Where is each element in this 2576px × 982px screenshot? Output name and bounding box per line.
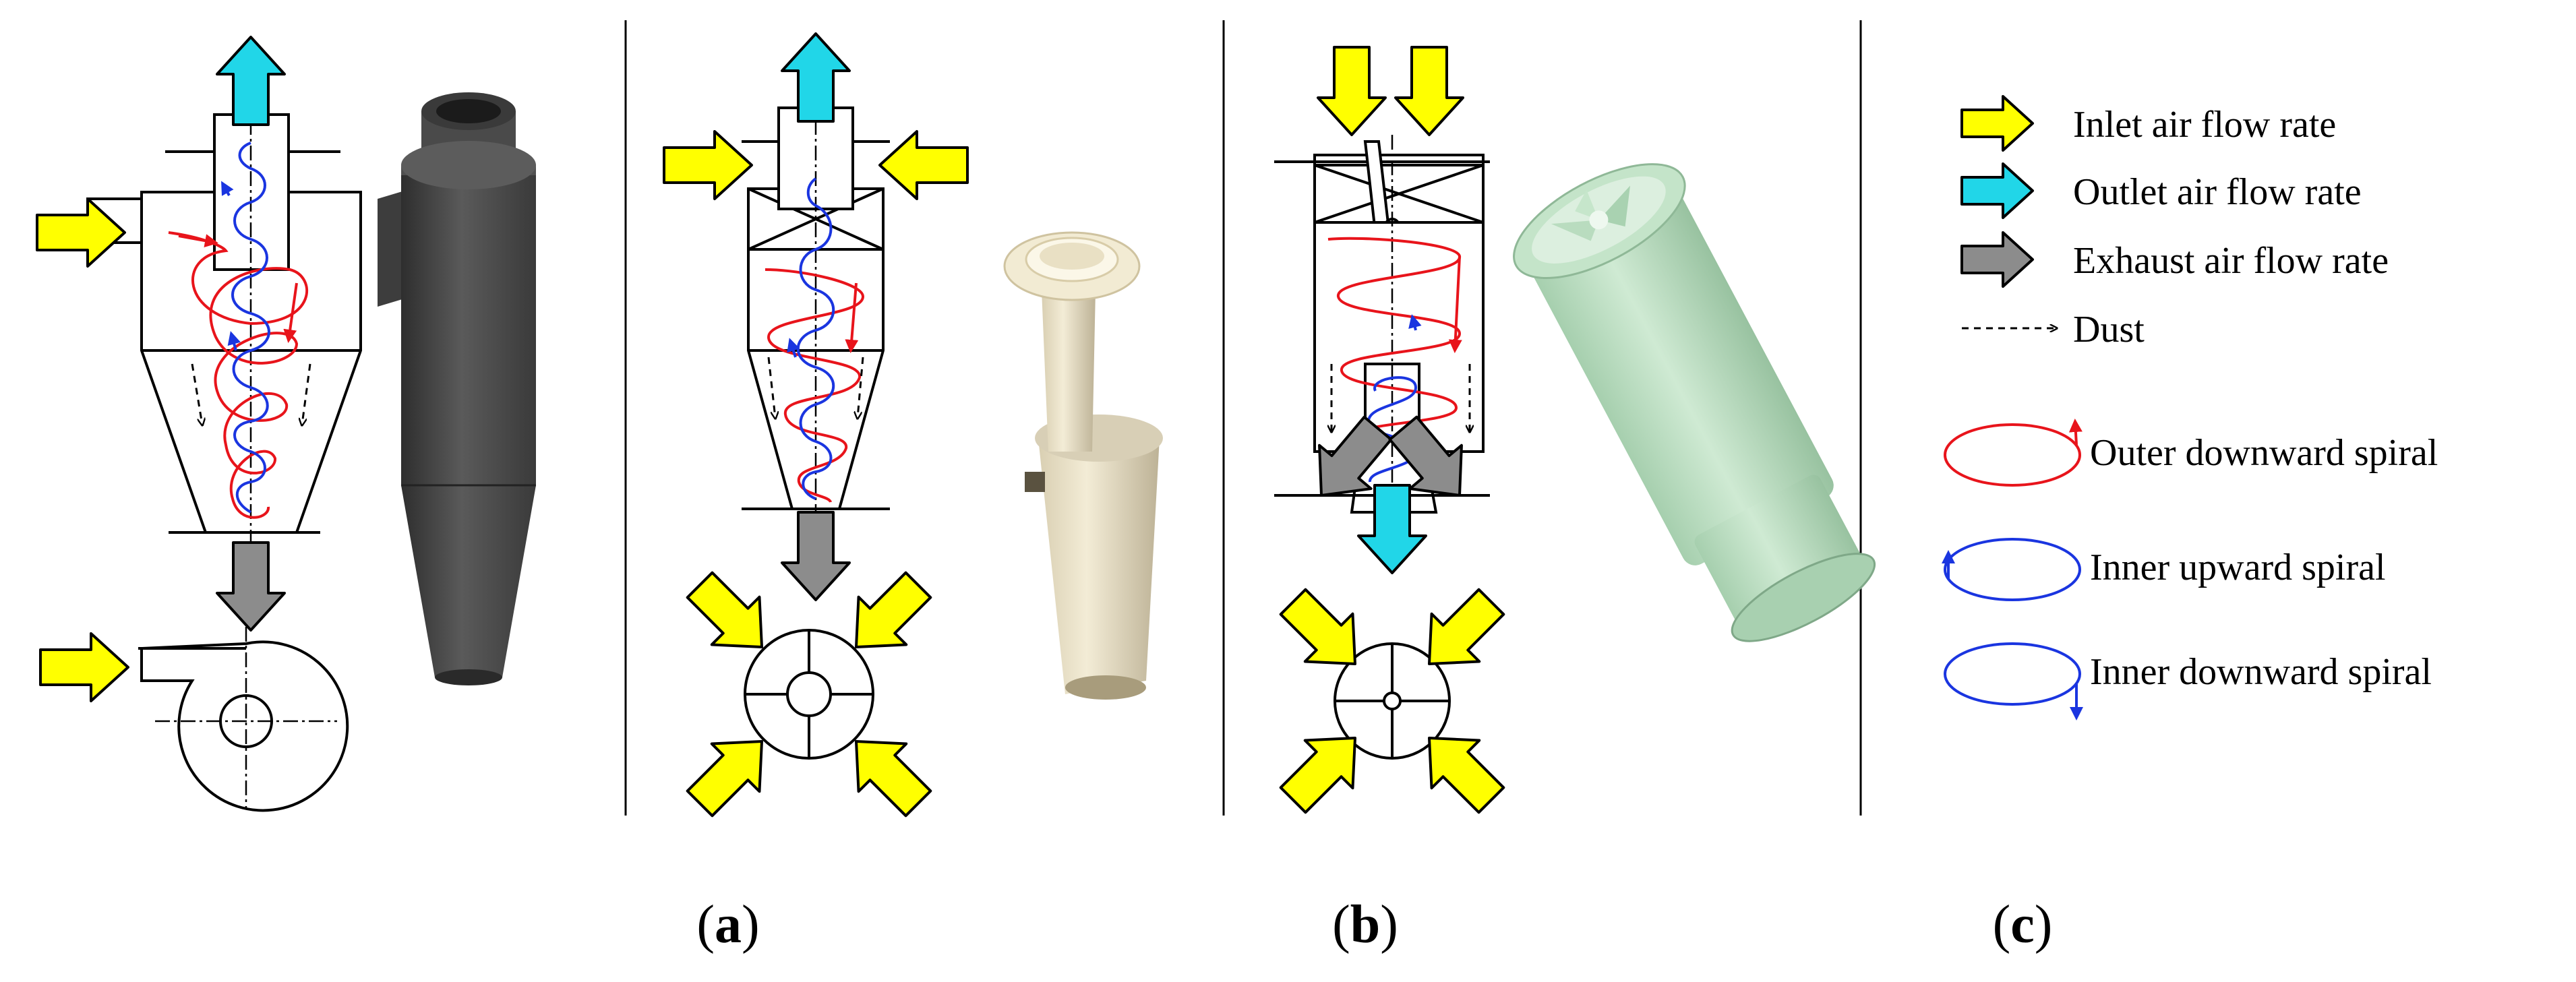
panel-b xyxy=(663,32,1163,827)
legend-dust: Dust xyxy=(1962,309,2145,350)
cyclone-model-b xyxy=(1003,231,1163,700)
cyclone-model-c xyxy=(1513,163,1876,642)
legend-outlet-label: Outlet air flow rate xyxy=(2073,171,2362,213)
legend-inner-down-label: Inner downward spiral xyxy=(2090,651,2432,693)
legend-dust-label: Dust xyxy=(2073,309,2145,350)
legend-outer-spiral-label: Outer downward spiral xyxy=(2090,432,2438,474)
panel-c xyxy=(1269,46,1876,824)
legend-outer-spiral: Outer downward spiral xyxy=(1944,419,2438,487)
cyclone-model-a xyxy=(378,92,536,685)
legend-outlet: Outlet air flow rate xyxy=(1960,162,2362,219)
legend-inlet: Inlet air flow rate xyxy=(1960,95,2336,152)
caption-b: (b) xyxy=(1332,895,1398,954)
legend-inner-up-spiral: Inner upward spiral xyxy=(1942,538,2386,601)
caption-c: (c) xyxy=(1993,895,2053,954)
legend-inner-down-spiral: Inner downward spiral xyxy=(1944,642,2432,720)
panel-a xyxy=(36,36,536,812)
legend-inner-up-label: Inner upward spiral xyxy=(2090,547,2386,588)
legend: Inlet air flow rate Outlet air flow rate… xyxy=(1942,95,2438,720)
legend-inlet-label: Inlet air flow rate xyxy=(2073,104,2336,146)
caption-a: (a) xyxy=(696,895,759,954)
legend-exhaust: Exhaust air flow rate xyxy=(1960,231,2389,288)
legend-exhaust-label: Exhaust air flow rate xyxy=(2073,240,2389,282)
